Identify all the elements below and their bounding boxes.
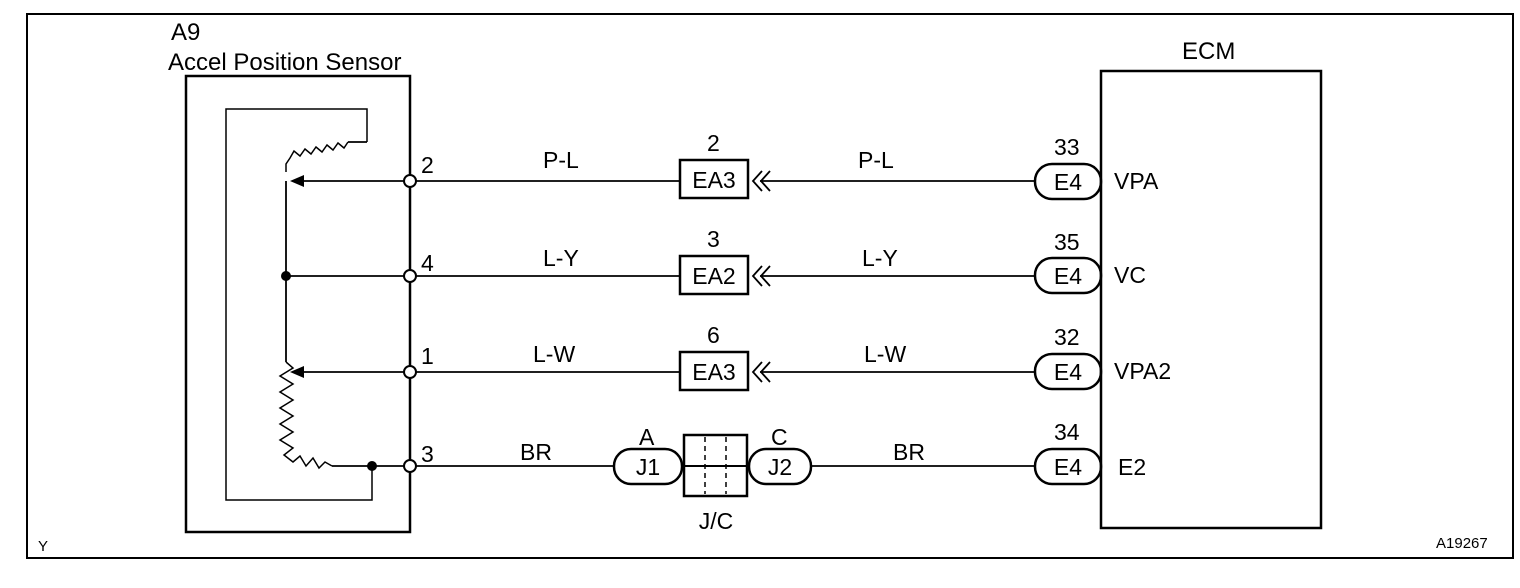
jc-pin-label: C bbox=[771, 424, 788, 450]
connector-pin-label: 2 bbox=[707, 130, 720, 156]
ecm-connector-e2: 34 E4 bbox=[1033, 419, 1103, 486]
inline-connector-ea3-vpa2: 6 EA3 bbox=[678, 322, 771, 392]
connector-j2 bbox=[747, 447, 813, 486]
upper-potentiometer bbox=[285, 141, 349, 172]
ecm-terminal-label: VPA2 bbox=[1114, 358, 1171, 384]
connector-chevron-icon bbox=[751, 265, 763, 287]
connector-box bbox=[678, 254, 750, 296]
wire-color-label: P-L bbox=[543, 147, 579, 173]
sensor-terminal-2 bbox=[403, 174, 417, 188]
connector-box bbox=[678, 158, 750, 200]
sensor-housing bbox=[184, 74, 412, 534]
ecm-connector-vpa: 33 E4 bbox=[1033, 134, 1103, 201]
wire-color-label: L-W bbox=[864, 341, 906, 367]
ecm-terminal-label: VC bbox=[1114, 262, 1146, 288]
sensor-pin-label: 4 bbox=[421, 250, 434, 276]
figure-id: A19267 bbox=[1436, 535, 1488, 552]
connector-pin-label: 6 bbox=[707, 322, 720, 348]
sensor-pin-label: 3 bbox=[421, 441, 434, 467]
sensor-internal-loop bbox=[225, 108, 373, 501]
connector-label: J1 bbox=[636, 454, 660, 480]
ecm-title: ECM bbox=[1182, 38, 1235, 65]
wire-color-label: L-Y bbox=[543, 245, 579, 271]
ecm-box bbox=[1099, 69, 1323, 530]
connector-chevron-icon bbox=[759, 170, 771, 192]
sensor-terminal-4 bbox=[403, 269, 417, 283]
ecm-pin-label: 33 bbox=[1054, 134, 1080, 160]
sensor-terminal-1 bbox=[403, 365, 417, 379]
jc-pin-label: A bbox=[639, 424, 655, 450]
connector-label: E4 bbox=[1054, 359, 1082, 385]
sensor-name: Accel Position Sensor bbox=[168, 49, 401, 76]
connector-label: EA2 bbox=[692, 263, 735, 289]
connector-label: E4 bbox=[1054, 454, 1082, 480]
connector-chevron-icon bbox=[759, 265, 771, 287]
vpa2-wiper-arrow-icon bbox=[290, 366, 304, 378]
connector-label: EA3 bbox=[692, 167, 735, 193]
lower-potentiometer bbox=[278, 361, 333, 470]
connector-label: E4 bbox=[1054, 169, 1082, 195]
ecm-terminal-label: E2 bbox=[1118, 454, 1146, 480]
connector-chevron-icon bbox=[751, 361, 763, 383]
footer-code: Y bbox=[38, 538, 48, 555]
sensor-pin-label: 1 bbox=[421, 343, 434, 369]
ground-junction-dot bbox=[367, 461, 377, 471]
ecm-pin-label: 34 bbox=[1054, 419, 1080, 445]
connector-pin-label: 3 bbox=[707, 226, 720, 252]
ecm-connector-vc: 35 E4 bbox=[1033, 229, 1103, 295]
ecm-pin-label: 32 bbox=[1054, 324, 1080, 350]
ecm-terminal-label: VPA bbox=[1114, 168, 1159, 194]
sensor-code: A9 bbox=[171, 19, 200, 46]
ecm-pin-label: 35 bbox=[1054, 229, 1080, 255]
ecm-connector-vpa2: 32 E4 bbox=[1033, 324, 1103, 391]
connector-j1 bbox=[612, 447, 684, 486]
sensor-pin-label: 2 bbox=[421, 152, 434, 178]
wire-color-label: P-L bbox=[858, 147, 894, 173]
inline-connector-ea2-vc: 3 EA2 bbox=[678, 226, 771, 296]
wire-color-label: L-W bbox=[533, 341, 575, 367]
wire-color-label: BR bbox=[520, 439, 552, 465]
wire-color-label: BR bbox=[893, 439, 925, 465]
connector-chevron-icon bbox=[759, 361, 771, 383]
vpa-wiper-arrow-icon bbox=[290, 175, 304, 187]
connector-box bbox=[678, 350, 750, 392]
inline-connector-ea3-vpa: 2 EA3 bbox=[678, 130, 771, 200]
connector-label: EA3 bbox=[692, 359, 735, 385]
connector-label: J2 bbox=[768, 454, 792, 480]
diagram-frame bbox=[26, 13, 1514, 559]
junction-connector: A J1 C J2 J/C bbox=[612, 424, 813, 534]
wire-color-label: L-Y bbox=[862, 245, 898, 271]
connector-label: E4 bbox=[1054, 263, 1082, 289]
connector-chevron-icon bbox=[751, 170, 763, 192]
jc-label: J/C bbox=[699, 508, 734, 534]
sensor-terminal-3 bbox=[403, 459, 417, 473]
